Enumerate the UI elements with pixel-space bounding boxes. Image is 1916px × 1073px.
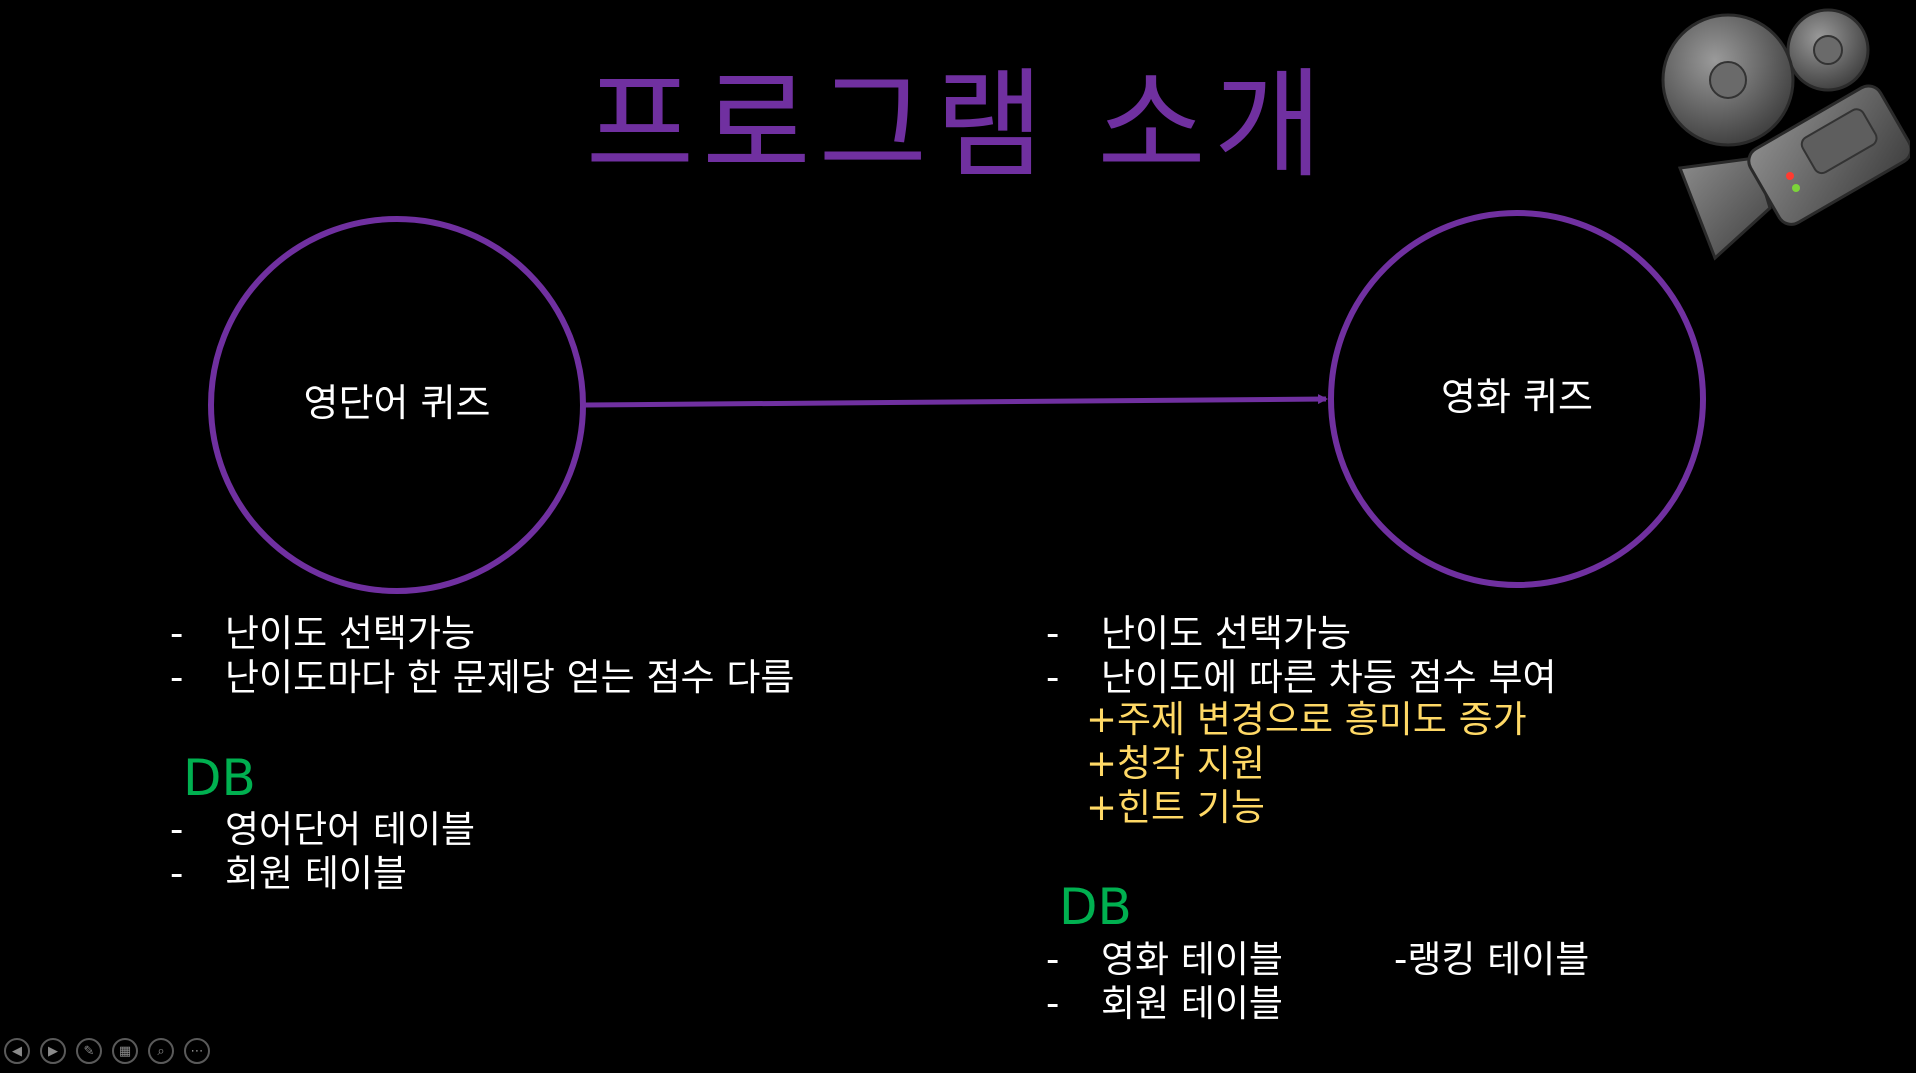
ranking-table-item: -랭킹 테이블 (1394, 938, 1590, 981)
previous-slide-icon[interactable]: ◀ (4, 1038, 30, 1064)
slideshow-toolbar: ◀ ▶ ✎ ▦ ⌕ ⋯ (4, 1038, 210, 1064)
list-item: -난이도 선택가능 (170, 612, 476, 655)
slide-title: 프로그램 소개 (585, 56, 1331, 194)
word-quiz-label: 영단어 퀴즈 (303, 381, 491, 425)
movie-camera-icon (1661, 8, 1910, 261)
pen-icon[interactable]: ✎ (76, 1038, 102, 1064)
list-item: -영화 테이블 (1046, 938, 1283, 981)
word-quiz-circle (208, 216, 586, 594)
word-quiz-db-heading: DB (183, 749, 256, 807)
movie-quiz-label: 영화 퀴즈 (1441, 375, 1593, 419)
list-item: -회원 테이블 (1046, 982, 1283, 1025)
list-item: +청각 지원 (1086, 742, 1265, 785)
movie-quiz-feature-list: -난이도 선택가능 -난이도에 따른 차등 점수 부여 (1046, 612, 1557, 700)
movie-quiz-circle (1328, 210, 1706, 588)
zoom-icon[interactable]: ⌕ (148, 1038, 174, 1064)
slides-grid-icon[interactable]: ▦ (112, 1038, 138, 1064)
next-slide-icon[interactable]: ▶ (40, 1038, 66, 1064)
movie-quiz-extras-list: +주제 변경으로 흥미도 증가 +청각 지원 +힌트 기능 (1086, 698, 1527, 830)
list-item: -난이도 선택가능 (1046, 612, 1352, 655)
movie-quiz-db-list: -영화 테이블 -회원 테이블 (1046, 938, 1283, 1026)
list-item: -난이도에 따른 차등 점수 부여 (1046, 656, 1557, 699)
list-item: +주제 변경으로 흥미도 증가 (1086, 698, 1527, 741)
list-item: -영어단어 테이블 (170, 808, 476, 851)
word-quiz-db-list: -영어단어 테이블 -회원 테이블 (170, 808, 475, 896)
list-item: +힌트 기능 (1086, 786, 1265, 829)
flow-arrow (584, 394, 1328, 408)
list-item: -난이도마다 한 문제당 얻는 점수 다름 (170, 656, 795, 699)
word-quiz-feature-list: -난이도 선택가능 -난이도마다 한 문제당 얻는 점수 다름 (170, 612, 794, 700)
list-item: -회원 테이블 (170, 852, 407, 895)
movie-quiz-db-heading: DB (1059, 878, 1132, 936)
more-options-icon[interactable]: ⋯ (184, 1038, 210, 1064)
